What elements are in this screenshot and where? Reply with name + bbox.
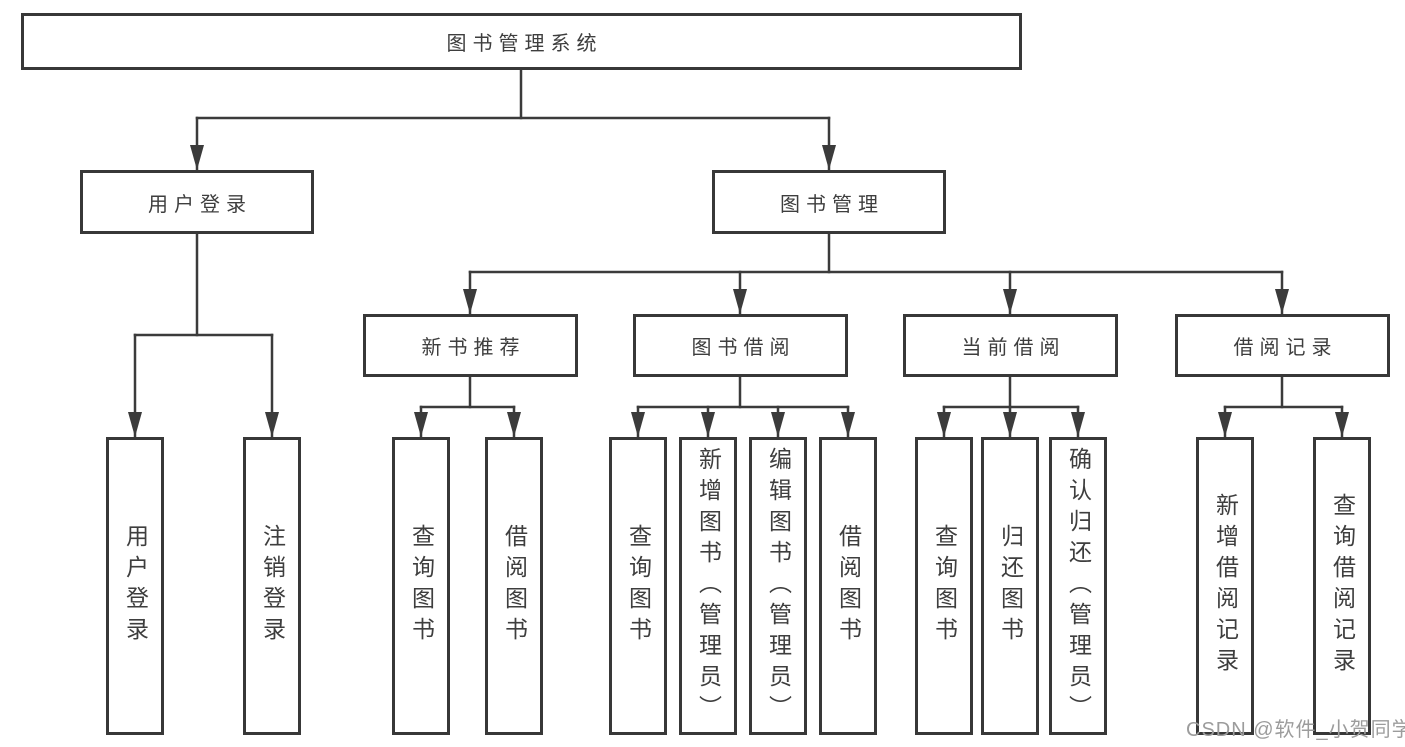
- leaf-user-login: 用户登录: [106, 437, 164, 735]
- leaf-confirm-return-admin: 确认归还（管理员）: [1049, 437, 1107, 735]
- leaf-borrow-books-recommend: 借阅图书: [485, 437, 543, 735]
- node-label: 图书管理系统: [446, 33, 603, 55]
- node-label: 借阅图书: [835, 524, 862, 648]
- leaf-add-borrow-record: 新增借阅记录: [1196, 437, 1254, 735]
- node-label: 图书借阅: [691, 337, 796, 359]
- node-book-borrow: 图书借阅: [633, 314, 848, 377]
- csdn-watermark: CSDN @软件_小贺同学: [1186, 719, 1405, 741]
- node-label: 注销登录: [259, 524, 286, 648]
- node-label: 编辑图书（管理员）: [765, 446, 792, 726]
- leaf-query-books-borrow: 查询图书: [609, 437, 667, 735]
- node-current-borrow: 当前借阅: [903, 314, 1118, 377]
- leaf-logout: 注销登录: [243, 437, 301, 735]
- node-label: 用户登录: [122, 524, 149, 648]
- leaf-query-borrow-record: 查询借阅记录: [1313, 437, 1371, 735]
- node-user-login: 用户登录: [80, 170, 314, 234]
- node-borrow-records: 借阅记录: [1175, 314, 1390, 377]
- node-label: 图书管理: [780, 193, 884, 216]
- node-new-book-recommend: 新书推荐: [363, 314, 578, 377]
- node-label: 当前借阅: [961, 337, 1066, 359]
- node-library-management-system: 图书管理系统: [21, 13, 1022, 70]
- node-book-management: 图书管理: [712, 170, 946, 234]
- leaf-query-books-current: 查询图书: [915, 437, 973, 735]
- node-label: 用户登录: [148, 193, 252, 216]
- node-label: 查询图书: [408, 524, 435, 648]
- node-label: 新增图书（管理员）: [695, 446, 722, 726]
- node-label: 借阅记录: [1233, 337, 1338, 359]
- leaf-return-book: 归还图书: [981, 437, 1039, 735]
- node-label: 查询图书: [625, 524, 652, 648]
- node-label: 借阅图书: [501, 524, 528, 648]
- node-label: 查询图书: [931, 524, 958, 648]
- leaf-borrow-books: 借阅图书: [819, 437, 877, 735]
- node-label: 新书推荐: [421, 337, 526, 359]
- node-label: 新增借阅记录: [1212, 493, 1239, 679]
- node-label: 查询借阅记录: [1329, 493, 1356, 679]
- leaf-add-book-admin: 新增图书（管理员）: [679, 437, 737, 735]
- leaf-edit-book-admin: 编辑图书（管理员）: [749, 437, 807, 735]
- leaf-query-books-recommend: 查询图书: [392, 437, 450, 735]
- node-label: 归还图书: [997, 524, 1024, 648]
- node-label: 确认归还（管理员）: [1065, 446, 1092, 726]
